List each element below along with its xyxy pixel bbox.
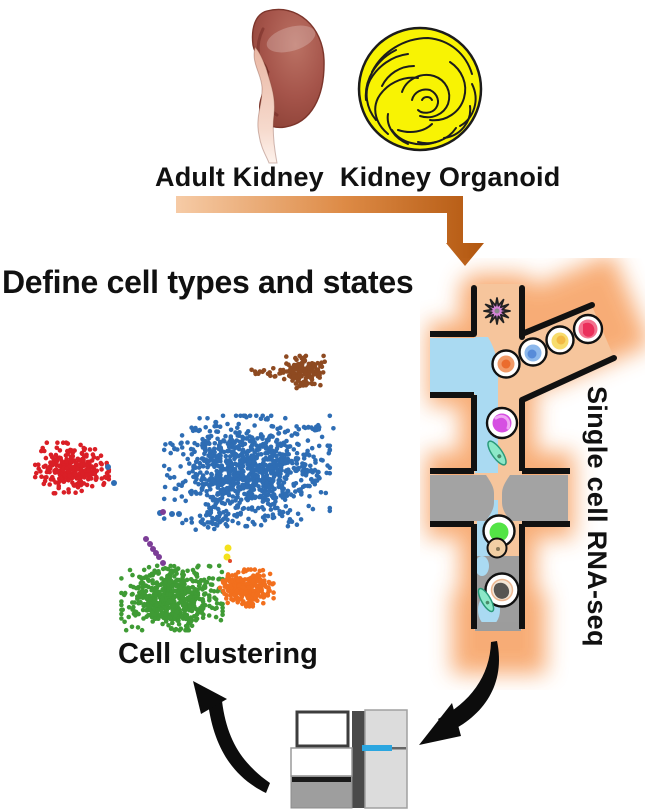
specimen-labels: Adult Kidney Kidney Organoid bbox=[155, 162, 560, 193]
points-purple-streak bbox=[143, 509, 166, 566]
points-yellow-dots bbox=[223, 544, 232, 561]
sequencer-screen bbox=[295, 710, 350, 748]
kidney-ureter bbox=[253, 46, 278, 164]
droplet-yellow-cell bbox=[545, 325, 575, 355]
sequencer-slot-line bbox=[392, 747, 406, 750]
cell-clustering-scatter bbox=[32, 353, 336, 633]
sequencer-tower bbox=[364, 709, 408, 809]
collection-buffer-patch bbox=[475, 556, 489, 576]
cluster-blue-wisp-bottom bbox=[189, 511, 231, 532]
organoid-illustration bbox=[357, 26, 483, 152]
captured-cell-droplet bbox=[484, 572, 520, 608]
kidney-highlight bbox=[266, 25, 316, 53]
points-red-speck bbox=[228, 559, 232, 563]
device-glow bbox=[426, 258, 645, 674]
channel-walls bbox=[430, 285, 617, 629]
droplet-red-cell bbox=[572, 313, 604, 345]
buffer-inlet bbox=[430, 338, 475, 394]
cluster-orange-cluster bbox=[217, 567, 276, 609]
cluster-proximal-blue-main bbox=[161, 413, 333, 529]
points-blue-outliers bbox=[105, 464, 182, 517]
organoid-body bbox=[357, 26, 483, 152]
sequencer-dark-column bbox=[352, 711, 365, 808]
cluster-red-cluster bbox=[32, 440, 112, 496]
scatter-caption: Cell clustering bbox=[118, 638, 318, 670]
outlet-slab bbox=[475, 622, 521, 631]
cluster-green-cluster bbox=[119, 563, 225, 633]
droplet-orange-cell bbox=[491, 349, 521, 379]
dissociated-cell bbox=[477, 587, 495, 613]
barcode-bead bbox=[486, 537, 508, 559]
buffer-stream bbox=[475, 337, 499, 473]
kidney-organoid-label: Kidney Organoid bbox=[339, 162, 561, 192]
cluster-blue-wisp-topright bbox=[294, 424, 336, 433]
cluster-brown-tail bbox=[249, 366, 283, 379]
organoid-convolutions bbox=[364, 36, 477, 146]
microfluidic-device-illustration bbox=[426, 258, 645, 674]
droplet-magenta-cell bbox=[485, 406, 519, 440]
star-cell bbox=[483, 297, 511, 325]
arrow-sequencer-to-clustering bbox=[193, 681, 270, 793]
dissociated-cell bbox=[487, 440, 507, 466]
constriction-block-right bbox=[502, 475, 568, 521]
constriction-block-left bbox=[430, 475, 494, 521]
headline: Define cell types and states bbox=[2, 264, 414, 300]
sequencer-base-stripe bbox=[292, 777, 351, 782]
elbow-arrow-shape bbox=[176, 196, 484, 266]
droplet-blue-cell bbox=[518, 337, 548, 367]
workflow-arrow bbox=[176, 196, 484, 266]
sequencer-illustration bbox=[290, 709, 408, 809]
bottom-flow-group bbox=[193, 641, 500, 809]
sequencer-flowcell-slot bbox=[362, 745, 392, 751]
cluster-brown-cluster bbox=[281, 353, 328, 391]
sequencer-tray bbox=[290, 747, 353, 777]
arrow-device-to-sequencer bbox=[419, 641, 500, 745]
device-label: Single cell RNA-seq bbox=[582, 386, 612, 647]
adult-kidney-label: Adult Kidney bbox=[155, 162, 324, 192]
kidney-illustration bbox=[251, 8, 325, 164]
